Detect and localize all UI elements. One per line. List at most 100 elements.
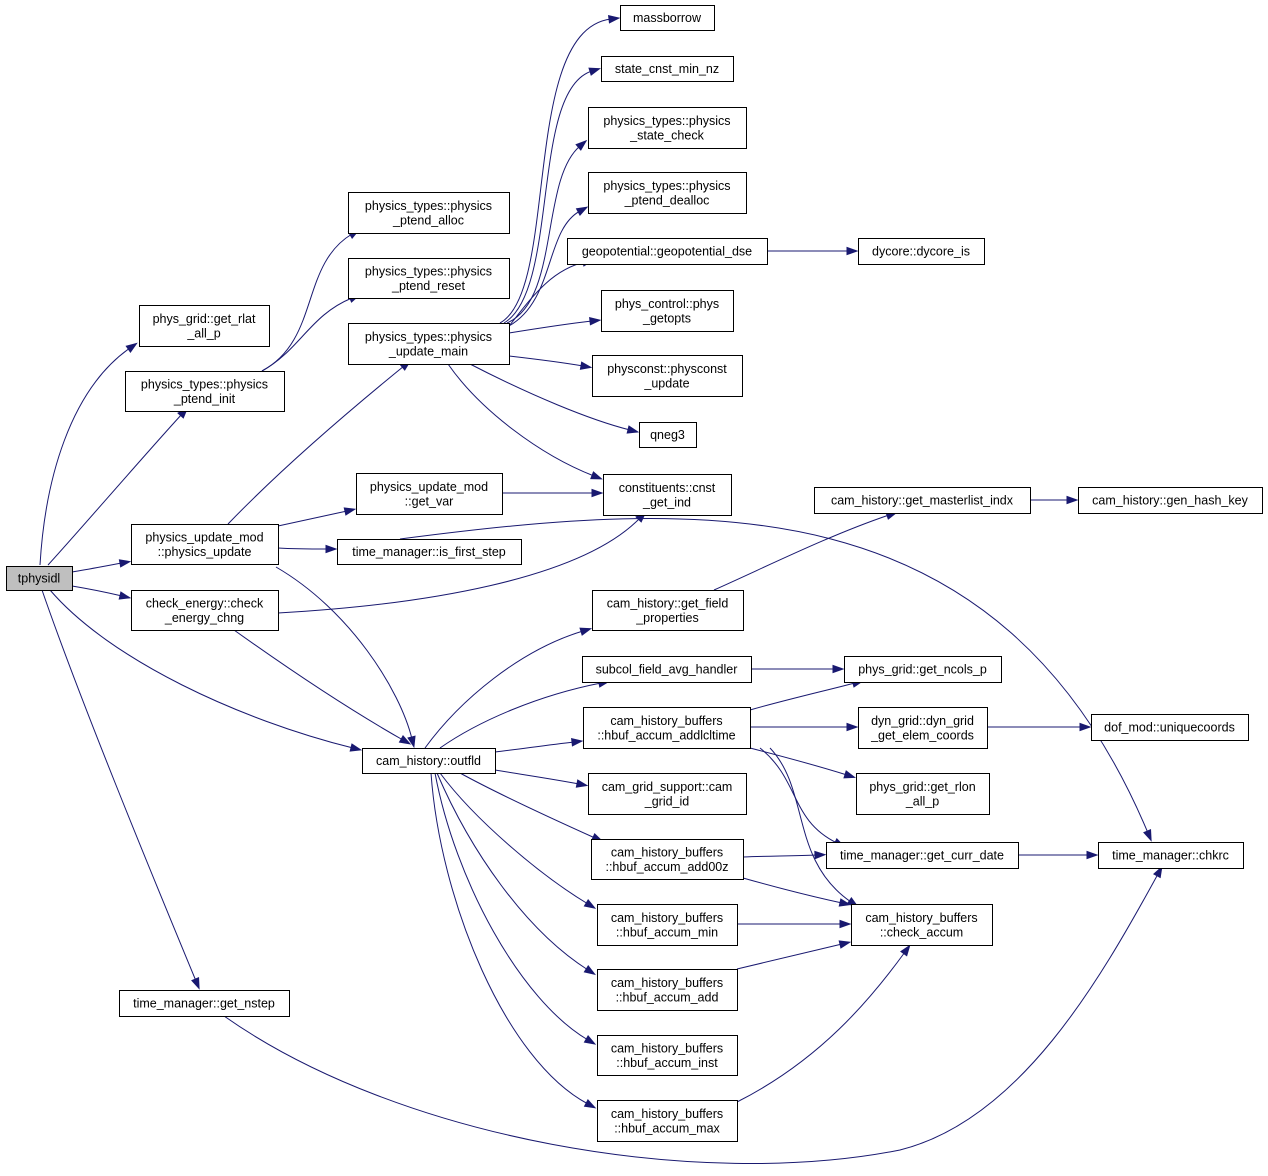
node-label: physics_update_mod (370, 480, 488, 494)
node-label: phys_control::phys (615, 297, 719, 311)
node-label: cam_history_buffers (611, 1107, 723, 1121)
node-constituents-cnst-get-ind[interactable]: constituents::cnst_get_ind (603, 474, 732, 516)
node-physics-types-physics-ptend-dealloc[interactable]: physics_types::physics_ptend_dealloc (588, 172, 747, 214)
node-state-cnst-min-nz[interactable]: state_cnst_min_nz (601, 56, 734, 82)
node-label: _all_p (905, 794, 939, 808)
node-label: qneg3 (650, 428, 685, 442)
node-cam-history-buffers-hbuf-accum-add00z[interactable]: cam_history_buffers::hbuf_accum_add00z (591, 839, 744, 880)
node-label: check_energy::check (146, 596, 264, 610)
node-cam-history-buffers-hbuf-accum-min[interactable]: cam_history_buffers::hbuf_accum_min (597, 904, 738, 946)
node-cam-history-buffers-hbuf-accum-inst[interactable]: cam_history_buffers::hbuf_accum_inst (597, 1035, 738, 1076)
node-cam-history-buffers-check-accum[interactable]: cam_history_buffers::check_accum (851, 904, 993, 946)
node-label: physics_update_mod (145, 530, 263, 544)
node-label: dof_mod::uniquecoords (1104, 721, 1235, 735)
node-label: ::hbuf_accum_addlcltime (597, 728, 735, 742)
edge-dyn-grid-dyn-grid-get-elem-coords-to-dof-mod-uniquecoords (986, 722, 1092, 732)
node-physics-types-physics-update-main[interactable]: physics_types::physics_update_main (348, 323, 510, 365)
node-geopotential-geopotential-dse[interactable]: geopotential::geopotential_dse (567, 238, 768, 265)
node-label: ::hbuf_accum_min (616, 925, 718, 939)
node-label: cam_history_buffers (610, 714, 722, 728)
node-dof-mod-uniquecoords[interactable]: dof_mod::uniquecoords (1091, 714, 1249, 741)
edge-physics-update-mod-physics-update-to-cam-history-outfld (275, 566, 416, 749)
edge-cam-history-outfld-to-cam-history-buffers-hbuf-accum-addlcltime (494, 738, 584, 753)
edge-cam-history-outfld-to-cam-grid-support-cam-grid-id (494, 769, 589, 788)
node-phys-grid-get-ncols-p[interactable]: phys_grid::get_ncols_p (844, 656, 1002, 683)
node-label: _properties (635, 611, 699, 625)
node-phys-grid-get-rlat-all-p[interactable]: phys_grid::get_rlat_all_p (139, 305, 270, 347)
node-qneg3[interactable]: qneg3 (639, 422, 697, 448)
node-phys-grid-get-rlon-all-p[interactable]: phys_grid::get_rlon_all_p (856, 773, 990, 815)
node-label: time_manager::get_curr_date (840, 849, 1004, 863)
node-label: _update_main (388, 344, 468, 358)
node-label: physics_types::physics (365, 199, 492, 213)
node-box (131, 524, 279, 565)
node-cam-history-buffers-hbuf-accum-addlcltime[interactable]: cam_history_buffers::hbuf_accum_addlclti… (583, 707, 751, 749)
node-cam-history-buffers-hbuf-accum-max[interactable]: cam_history_buffers::hbuf_accum_max (597, 1100, 738, 1142)
node-label: ::hbuf_accum_max (614, 1121, 720, 1135)
node-physics-update-mod-physics-update[interactable]: physics_update_mod::physics_update (131, 524, 279, 565)
node-box (592, 355, 743, 397)
node-dycore-dycore-is[interactable]: dycore::dycore_is (858, 238, 985, 265)
node-physconst-physconst-update[interactable]: physconst::physconst_update (592, 355, 743, 397)
node-label: cam_grid_support::cam (602, 780, 733, 794)
node-tphysidl[interactable]: tphysidl (6, 566, 73, 591)
edge-cam-history-outfld-to-cam-history-buffers-hbuf-accum-min (439, 772, 597, 909)
edge-cam-history-buffers-hbuf-accum-add-to-cam-history-buffers-check-accum (736, 940, 852, 970)
node-box (844, 656, 1002, 683)
node-time-manager-chkrc[interactable]: time_manager::chkrc (1098, 842, 1244, 869)
node-box (597, 904, 738, 946)
node-cam-history-outfld[interactable]: cam_history::outfld (362, 748, 496, 774)
node-box (356, 473, 503, 515)
node-box (856, 773, 990, 815)
node-subcol-field-avg-handler[interactable]: subcol_field_avg_handler (582, 656, 752, 683)
node-physics-update-mod-get-var[interactable]: physics_update_mod::get_var (356, 473, 503, 515)
node-box (348, 258, 510, 299)
node-box (639, 422, 697, 448)
edge-cam-history-buffers-hbuf-accum-add00z-to-time-manager-get-curr-date (742, 850, 827, 860)
node-physics-types-physics-ptend-reset[interactable]: physics_types::physics_ptend_reset (348, 258, 510, 299)
node-cam-history-gen-hash-key[interactable]: cam_history::gen_hash_key (1078, 487, 1263, 514)
node-box (826, 842, 1019, 869)
node-box (588, 773, 747, 815)
node-label: time_manager::chkrc (1112, 849, 1229, 863)
node-box (1098, 842, 1244, 869)
edge-cam-history-outfld-to-cam-history-buffers-hbuf-accum-max (430, 772, 597, 1109)
node-label: physics_types::physics (603, 114, 730, 128)
node-box (603, 474, 732, 516)
node-check-energy-check-energy-chng[interactable]: check_energy::check_energy_chng (131, 590, 279, 631)
node-label: phys_grid::get_ncols_p (858, 663, 987, 677)
node-label: _update (643, 376, 689, 390)
node-physics-types-physics-ptend-init[interactable]: physics_types::physics_ptend_init (125, 371, 285, 412)
node-label: _ptend_alloc (392, 213, 464, 227)
node-physics-types-physics-state-check[interactable]: physics_types::physics_state_check (588, 107, 747, 149)
nodes-layer: tphysidlphys_grid::get_rlat_all_pphysics… (6, 5, 1263, 1142)
node-cam-grid-support-cam-grid-id[interactable]: cam_grid_support::cam_grid_id (588, 773, 747, 815)
node-time-manager-get-curr-date[interactable]: time_manager::get_curr_date (826, 842, 1019, 869)
node-label: physics_types::physics (365, 330, 492, 344)
node-label: physics_types::physics (365, 264, 492, 278)
node-label: physics_types::physics (603, 179, 730, 193)
node-label: _all_p (186, 326, 220, 340)
edge-tphysidl-to-phys-grid-get-rlat-all-p (39, 342, 138, 566)
node-massborrow[interactable]: massborrow (620, 5, 715, 31)
node-phys-control-phys-getopts[interactable]: phys_control::phys_getopts (601, 290, 734, 332)
node-label: cam_history::get_masterlist_indx (831, 494, 1014, 508)
node-label: ::get_var (405, 494, 454, 508)
edge-physics-types-physics-update-main-to-state-cnst-min-nz (503, 67, 602, 324)
node-cam-history-buffers-hbuf-accum-add[interactable]: cam_history_buffers::hbuf_accum_add (597, 969, 738, 1011)
node-time-manager-is-first-step[interactable]: time_manager::is_first_step (337, 539, 522, 565)
node-label: phys_grid::get_rlat (153, 312, 256, 326)
node-label: massborrow (633, 11, 702, 25)
edge-subcol-field-avg-handler-to-phys-grid-get-ncols-p (751, 664, 845, 674)
node-box (597, 1035, 738, 1076)
node-time-manager-get-nstep[interactable]: time_manager::get_nstep (119, 990, 290, 1017)
node-physics-types-physics-ptend-alloc[interactable]: physics_types::physics_ptend_alloc (348, 192, 510, 234)
node-box (125, 371, 285, 412)
node-cam-history-get-field-properties[interactable]: cam_history::get_field_properties (592, 590, 744, 631)
edge-cam-history-buffers-hbuf-accum-min-to-cam-history-buffers-check-accum (737, 919, 852, 929)
node-dyn-grid-dyn-grid-get-elem-coords[interactable]: dyn_grid::dyn_grid_get_elem_coords (858, 707, 988, 749)
node-box (348, 323, 510, 365)
node-cam-history-get-masterlist-indx[interactable]: cam_history::get_masterlist_indx (814, 487, 1031, 514)
node-label: tphysidl (18, 572, 60, 586)
edge-tphysidl-to-time-manager-get-nstep (41, 589, 200, 990)
